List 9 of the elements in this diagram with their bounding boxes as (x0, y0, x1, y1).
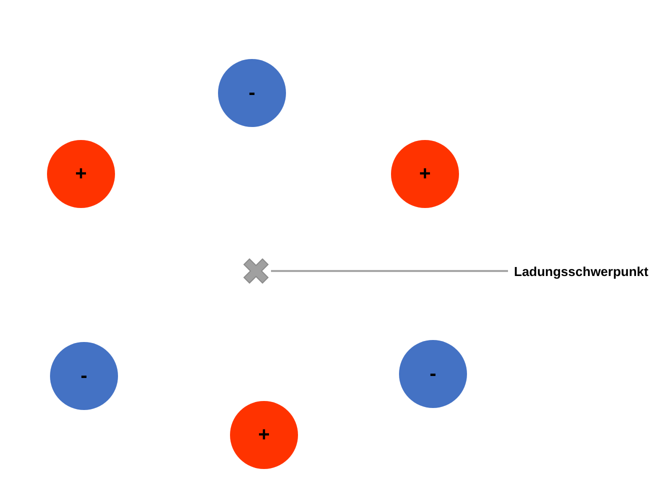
charge-circle: + (391, 140, 459, 208)
cross-mark (243, 258, 269, 284)
leader-line (271, 270, 508, 272)
charge-circle: - (218, 59, 286, 127)
charge-circle: - (399, 340, 467, 408)
charge-circle: - (50, 342, 118, 410)
label-text: Ladungsschwerpunkt (514, 261, 664, 281)
charge-circle: + (230, 401, 298, 469)
charge-circle: + (47, 140, 115, 208)
